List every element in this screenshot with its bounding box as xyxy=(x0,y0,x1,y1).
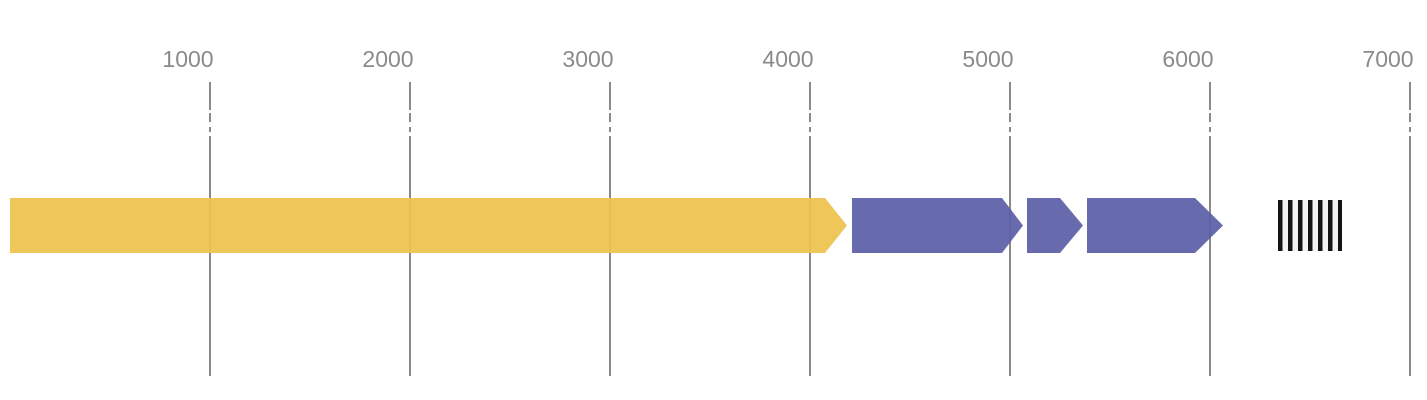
axis-tick-label-3000: 3000 xyxy=(562,46,614,72)
gridline-7000 xyxy=(1409,82,1411,376)
axis-tick-label-4000: 4000 xyxy=(762,46,814,72)
hatched-box-hatched-feature xyxy=(1276,198,1344,253)
axis-tick-label-5000: 5000 xyxy=(962,46,1014,72)
axis-tick-label-1000: 1000 xyxy=(162,46,214,72)
gene-arrow-gene-4 xyxy=(1087,198,1223,253)
axis-tick-label-6000: 6000 xyxy=(1162,46,1214,72)
gene-arrow-gene-2 xyxy=(852,198,1023,253)
axis-tick-label-2000: 2000 xyxy=(362,46,414,72)
gene-arrow-gene-1 xyxy=(10,198,847,253)
axis-tick-label-7000: 7000 xyxy=(1362,46,1414,72)
